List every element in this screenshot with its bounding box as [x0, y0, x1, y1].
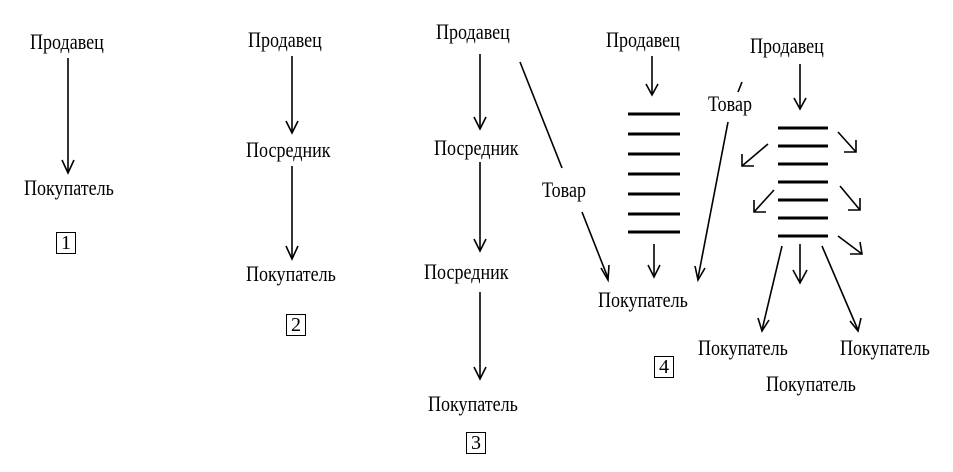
scheme-3-number: 3 [466, 432, 486, 454]
scheme-2-intermediary-label: Посредник [246, 137, 331, 162]
scheme-5-arrows [694, 64, 863, 333]
scheme-5-buyer-center-label: Покупатель [766, 371, 856, 396]
scheme-5-buyer-right-label: Покупатель [840, 335, 930, 360]
scheme-1-buyer-label: Покупатель [24, 175, 114, 200]
scheme-2-buyer-label: Покупатель [246, 261, 336, 286]
scheme-1-number: 1 [56, 232, 76, 254]
scheme-3-intermediary-2-label: Посредник [424, 259, 509, 284]
scheme-3-arrows [473, 54, 610, 381]
scheme-2-seller-label: Продавец [248, 27, 322, 52]
scheme-3-goods-label: Товар [542, 177, 586, 202]
scheme-2-number: 2 [286, 314, 306, 336]
scheme-4-arrows [628, 56, 680, 279]
scheme-3-buyer-label: Покупатель [428, 391, 518, 416]
scheme-5-goods-label: Товар [708, 91, 752, 116]
scheme-4-number: 4 [654, 356, 674, 378]
scheme-4-seller-label: Продавец [606, 27, 680, 52]
scheme-1-arrows [61, 58, 75, 175]
scheme-3-seller-label: Продавец [436, 19, 510, 44]
scheme-2-arrows [285, 56, 299, 261]
scheme-5-seller-label: Продавец [750, 33, 824, 58]
scheme-5-buyer-left-label: Покупатель [698, 335, 788, 360]
scheme-1-seller-label: Продавец [30, 29, 104, 54]
scheme-4-buyer-label: Покупатель [598, 287, 688, 312]
scheme-3-intermediary-1-label: Посредник [434, 135, 519, 160]
